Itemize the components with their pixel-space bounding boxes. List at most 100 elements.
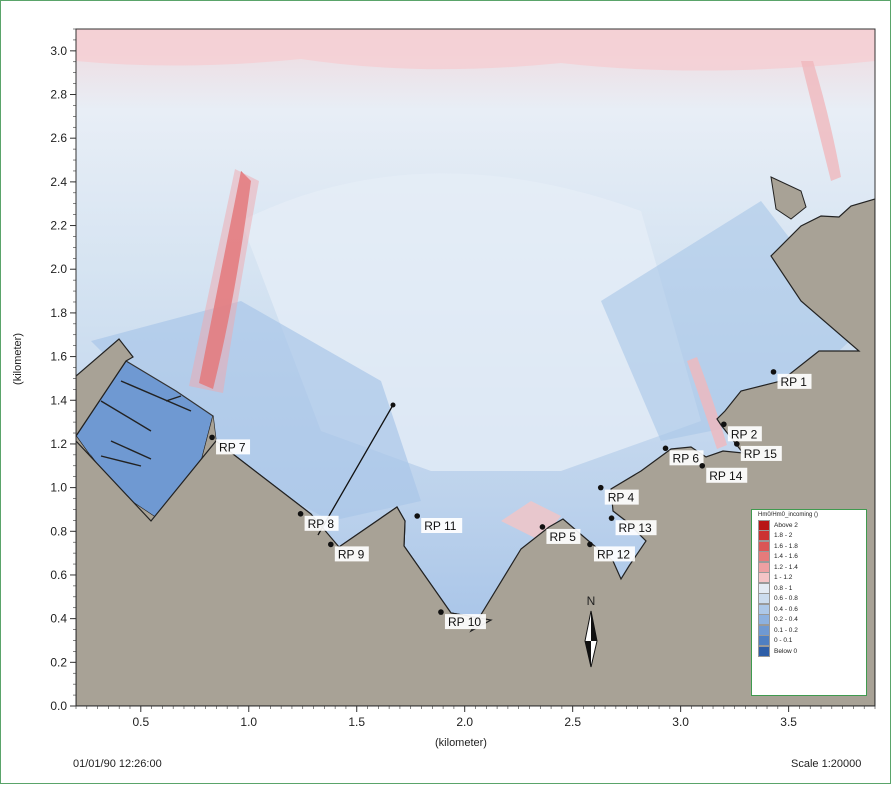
reference-point-label: RP 11 (424, 519, 457, 533)
reference-point-label-bg (777, 373, 812, 389)
legend-item: 0.6 - 0.8 (752, 593, 866, 605)
reference-point-marker (539, 524, 546, 530)
basin-piers (100, 380, 192, 467)
reference-point-label: RP 8 (308, 517, 335, 531)
reference-point-label: RP 9 (338, 547, 365, 561)
legend-label: 0.6 - 0.8 (774, 595, 798, 603)
y-tick-label: 0.4 (50, 612, 67, 626)
y-tick-label: 2.0 (50, 262, 67, 276)
reference-point-label-bg (334, 546, 369, 562)
legend-swatch (758, 530, 770, 542)
reference-point-marker (297, 511, 304, 517)
y-tick-label: 1.6 (50, 350, 67, 364)
north-arrow-icon: N (584, 594, 598, 668)
legend-item: 1.2 - 1.4 (752, 561, 866, 573)
legend-label: Below 0 (774, 647, 798, 655)
legend-label: 0.1 - 0.2 (774, 626, 798, 634)
reference-point-marker (662, 445, 669, 452)
legend-item: 0.8 - 1 (752, 582, 866, 594)
reference-point-marker (587, 541, 593, 548)
reference-point-label: RP 13 (619, 521, 652, 535)
legend-swatch (758, 582, 770, 594)
pink-zone-top (76, 29, 875, 71)
legend-swatch (758, 551, 770, 563)
x-axis-title: (kilometer) (435, 737, 487, 749)
breakwater-ne (770, 176, 807, 220)
legend-swatch (758, 635, 770, 647)
legend-label: 1 - 1.2 (774, 574, 793, 582)
legend-swatch (758, 614, 770, 626)
y-tick-label: 0.2 (50, 655, 67, 669)
reference-point-marker (209, 434, 215, 441)
x-tick-label: 3.5 (780, 715, 797, 729)
reference-point-marker (770, 369, 777, 375)
y-tick-label: 0.6 (50, 568, 67, 582)
y-tick-label: 2.4 (50, 175, 67, 189)
reference-point-label: RP 14 (709, 469, 742, 483)
legend-label: 1.2 - 1.4 (774, 563, 798, 571)
legend-label: 0.8 - 1 (774, 584, 793, 592)
reference-point-marker (608, 515, 615, 521)
legend-item: 0.4 - 0.6 (752, 603, 866, 615)
y-tick-label: 3.0 (50, 44, 67, 58)
legend-item: 1 - 1.2 (752, 572, 866, 584)
y-axis: 0.00.20.40.60.81.01.21.41.61.82.02.22.42… (50, 28, 76, 713)
pink-streak-east (687, 357, 727, 449)
reference-point-label-bg (546, 528, 581, 544)
reference-point-label: RP 12 (597, 547, 630, 561)
reference-point-label-bg (706, 467, 748, 483)
legend-label: 0.2 - 0.4 (774, 616, 798, 624)
x-tick-label: 2.0 (456, 715, 473, 729)
legend-label: Above 2 (774, 521, 798, 529)
reference-point-label: RP 4 (608, 491, 635, 505)
reference-point-marker (733, 441, 740, 447)
reference-point-marker (699, 462, 706, 469)
reference-point-marker (414, 513, 420, 519)
y-tick-label: 1.2 (50, 437, 67, 451)
reference-point-label-bg (727, 426, 762, 442)
reference-point-marker (438, 609, 444, 615)
reference-point-label: RP 5 (549, 530, 576, 544)
reference-point-label-bg (304, 515, 339, 531)
legend-swatch (758, 540, 770, 552)
legend-rows: Above 2 1.8 - 2 1.6 - 1.8 1.4 - 1.6 1.2 - 1.… (752, 519, 866, 657)
reference-point-label-bg (604, 489, 639, 505)
y-axis-title: (kilometer) (12, 333, 24, 385)
x-tick-label: 1.0 (240, 715, 257, 729)
legend-swatch (758, 572, 770, 584)
reference-point-label-bg (444, 614, 486, 630)
y-tick-label: 1.0 (50, 481, 67, 495)
legend-label: 1.6 - 1.8 (774, 542, 798, 550)
legend-swatch (758, 603, 770, 615)
reference-point-label: RP 2 (731, 427, 758, 441)
x-tick-label: 0.5 (132, 715, 149, 729)
north-label: N (587, 594, 596, 608)
legend-swatch (758, 645, 770, 657)
legend-label: 1.4 - 1.6 (774, 553, 798, 561)
legend-swatch (758, 593, 770, 605)
reference-point-marker (597, 484, 604, 491)
x-tick-label: 2.5 (564, 715, 581, 729)
pink-streak-ne (801, 61, 841, 181)
y-tick-label: 2.8 (50, 88, 67, 102)
reference-point-label: RP 15 (744, 447, 777, 461)
y-tick-label: 0.8 (50, 524, 67, 538)
reference-point-label: RP 10 (448, 615, 481, 629)
legend-item: Below 0 (752, 645, 866, 657)
legend-label: 1.8 - 2 (774, 532, 793, 540)
legend-item: Above 2 (752, 519, 866, 531)
reference-point-label-bg (593, 546, 635, 562)
land-south (76, 198, 875, 706)
reference-point-label-bg (669, 450, 704, 466)
reference-point-label-bg (615, 520, 657, 536)
y-tick-label: 1.4 (50, 393, 67, 407)
legend-swatch (758, 519, 770, 531)
dark-zone-west (91, 301, 421, 521)
legend-item: 1.6 - 1.8 (752, 540, 866, 552)
high-wave-halo (189, 169, 259, 393)
y-tick-label: 1.8 (50, 306, 67, 320)
timestamp: 01/01/90 12:26:00 (73, 758, 162, 770)
legend-label: 0.4 - 0.6 (774, 605, 798, 613)
